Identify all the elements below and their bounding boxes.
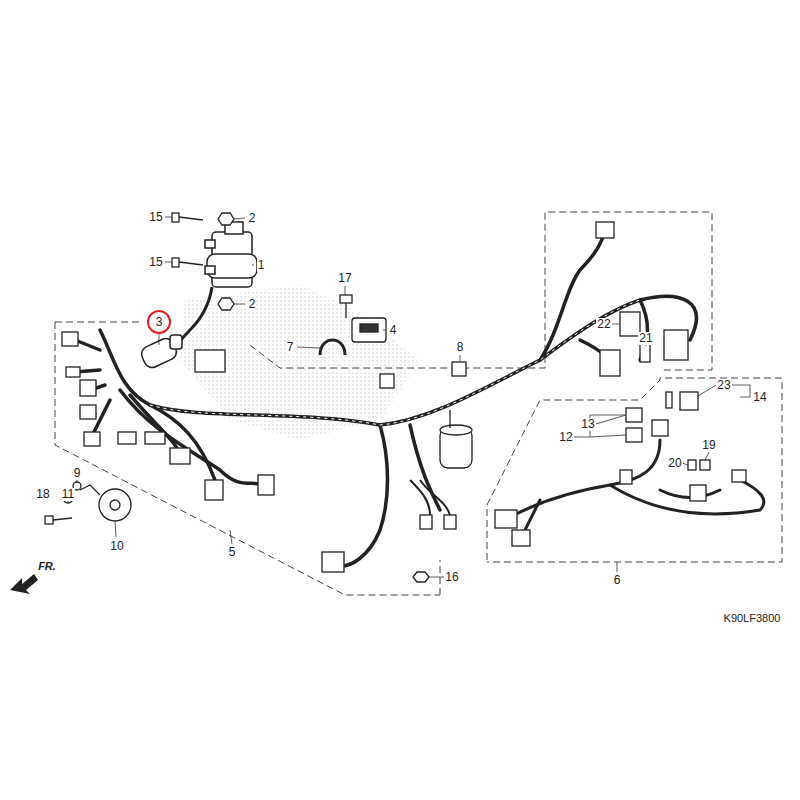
callout-number: 10 bbox=[109, 540, 124, 553]
callout-number: 5 bbox=[228, 546, 237, 559]
callout-number: 2 bbox=[248, 298, 257, 311]
callout-number: 13 bbox=[580, 418, 595, 431]
callout-number: 20 bbox=[667, 457, 682, 470]
callout-number: 19 bbox=[701, 439, 716, 452]
callout-circle: 3 bbox=[147, 310, 171, 334]
callout-number: 12 bbox=[558, 431, 573, 444]
callout-number: 16 bbox=[444, 571, 459, 584]
callout-number: 22 bbox=[596, 318, 611, 331]
callout-number: 17 bbox=[337, 272, 352, 285]
callout-number: 21 bbox=[638, 332, 653, 345]
callout-number: 7 bbox=[286, 341, 295, 354]
callout-number: 15 bbox=[148, 211, 163, 224]
callout-number: 4 bbox=[389, 324, 398, 337]
callout-number: 23 bbox=[716, 379, 731, 392]
diagram-code: K90LF3800 bbox=[723, 612, 782, 625]
callout-number: 8 bbox=[456, 341, 465, 354]
callout-number: 14 bbox=[752, 391, 767, 404]
callout-number: 9 bbox=[73, 467, 82, 480]
callout-number: 15 bbox=[148, 256, 163, 269]
callout-number: 11 bbox=[61, 488, 75, 501]
callout-number: 2 bbox=[248, 212, 257, 225]
callout-number: 18 bbox=[35, 488, 50, 501]
callout-number: 3 bbox=[156, 316, 163, 329]
front-mark: FR. bbox=[37, 560, 57, 573]
callout-number: 6 bbox=[613, 574, 622, 587]
callout-number: 1 bbox=[257, 259, 266, 272]
